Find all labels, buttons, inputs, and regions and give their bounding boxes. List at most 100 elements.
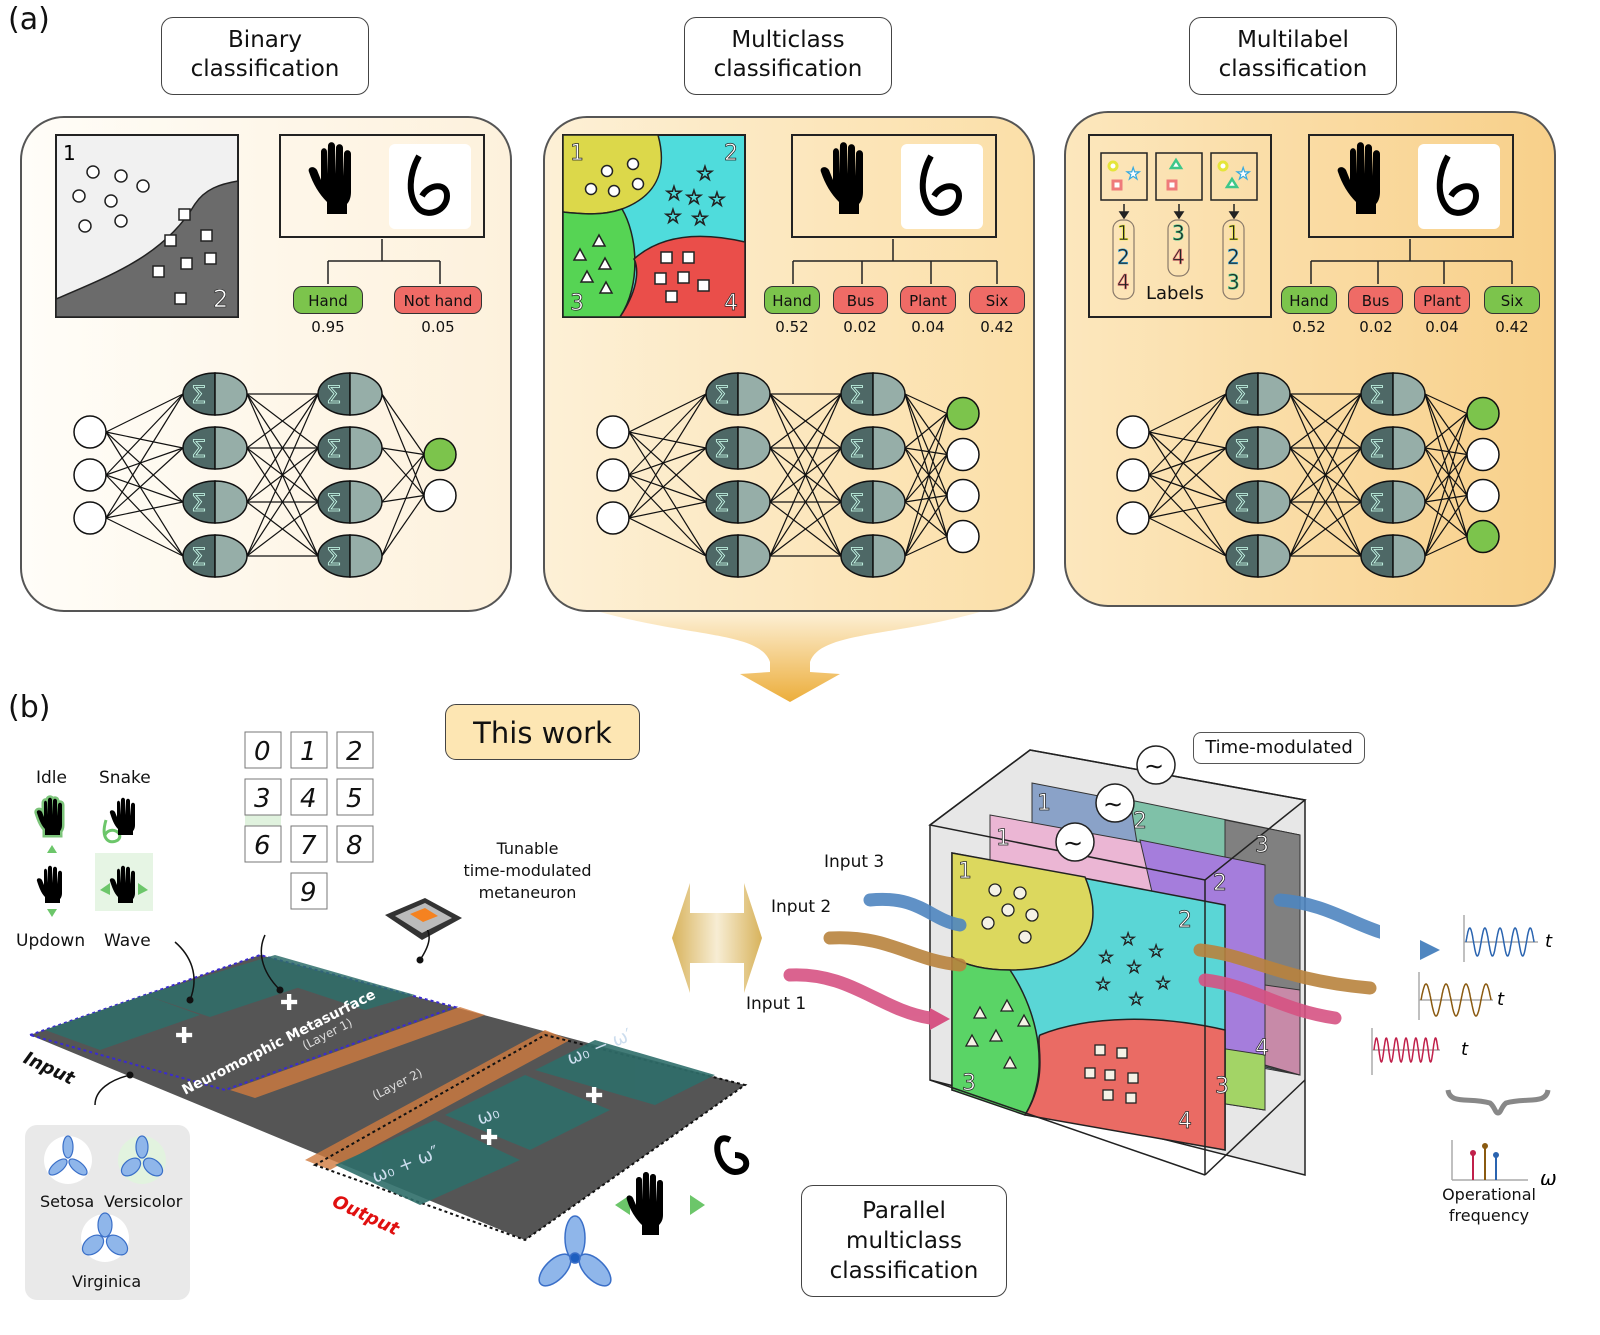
- svg-text:∼: ∼: [1063, 829, 1083, 857]
- input2-label: Input 2: [771, 897, 832, 917]
- output-node: [946, 437, 980, 472]
- class2-squares: [152, 208, 217, 305]
- svg-text:t: t: [1497, 989, 1505, 1010]
- svg-text:∼: ∼: [1103, 790, 1123, 818]
- svg-text:Σ: Σ: [191, 543, 206, 571]
- nn-edge: [1148, 393, 1227, 476]
- nn-edge: [1148, 517, 1227, 557]
- binary-input-box: [279, 134, 485, 238]
- svg-text:3: 3: [1227, 270, 1240, 294]
- svg-text:Σ: Σ: [849, 381, 864, 409]
- hidden-neuron: Σ: [705, 372, 771, 416]
- nn-edge: [246, 447, 319, 557]
- output-node-active: [423, 437, 457, 472]
- nn-edge: [904, 393, 948, 415]
- nn-edge: [1424, 454, 1468, 503]
- signal-arrows: [783, 892, 1380, 1030]
- nn-edge: [1289, 393, 1362, 557]
- nn-edge: [105, 447, 184, 519]
- nn-edge: [628, 393, 707, 433]
- metaneuron-caption: Tunable time-modulated metaneuron: [455, 838, 600, 904]
- nn-edge: [246, 501, 319, 557]
- mnist-digit: 4: [300, 784, 317, 814]
- mnist-digit: 0: [254, 737, 271, 767]
- nn-edge: [381, 494, 425, 503]
- input-node: [73, 415, 107, 449]
- svg-text:✚: ✚: [175, 1024, 193, 1049]
- nn-edge: [381, 495, 425, 557]
- svg-text:1: 1: [1227, 221, 1240, 245]
- svg-text:☆: ☆: [696, 161, 714, 185]
- svg-text:☆: ☆: [664, 204, 682, 228]
- svg-text:4: 4: [724, 291, 738, 316]
- nn-edge: [904, 501, 948, 537]
- svg-text:☆: ☆: [1120, 929, 1136, 950]
- nn-edge: [1424, 501, 1468, 537]
- nn-edge: [1289, 393, 1362, 449]
- digit-six: [1436, 154, 1480, 216]
- nn-edge: [105, 393, 184, 519]
- binary-title-line2: classification: [190, 56, 340, 82]
- input-node: [596, 458, 630, 492]
- nn-edge: [105, 501, 184, 519]
- nn-edge: [105, 431, 184, 503]
- output-bus: Bus: [1348, 286, 1403, 314]
- output-node: [946, 519, 980, 554]
- waveform-pink: t: [1371, 1028, 1469, 1075]
- prob-hand: 0.52: [775, 318, 809, 336]
- mnist-digit-cell: 5: [336, 778, 374, 816]
- nn-edge: [1424, 447, 1468, 496]
- input-node: [1116, 458, 1150, 492]
- nn-edge: [904, 413, 948, 557]
- hidden-neuron: Σ: [1360, 480, 1426, 524]
- svg-text:Σ: Σ: [191, 435, 206, 463]
- nn-edge: [1424, 393, 1468, 537]
- prob-not-hand: 0.05: [421, 318, 455, 336]
- output-plant: Plant: [1414, 286, 1470, 314]
- svg-text:Σ: Σ: [326, 435, 341, 463]
- nn-edge: [628, 431, 707, 449]
- nn-edge: [904, 447, 948, 537]
- input-node: [73, 501, 107, 535]
- mnist-digit: 9: [300, 878, 317, 908]
- parallel-multiclass-title: Parallel multiclass classification: [801, 1185, 1007, 1297]
- input2-arrow: [823, 931, 967, 972]
- iris-flower-icon: [538, 1215, 612, 1287]
- nn-edge: [1148, 474, 1227, 503]
- pmc-line1: Parallel: [862, 1198, 946, 1224]
- input3-label: Input 3: [824, 852, 885, 872]
- nn-edge: [769, 393, 842, 503]
- class1-circles: [72, 165, 150, 233]
- wave-hand-icon: [615, 1172, 705, 1235]
- neuromorphic-metasurface: ✚✚✚✚ Neuromorphic Metasurface (Layer 1) …: [26, 953, 748, 1242]
- nn-edge: [105, 474, 184, 557]
- hidden-neuron: Σ: [1360, 426, 1426, 470]
- nn-edge: [904, 393, 948, 455]
- nn-edge: [105, 431, 184, 449]
- nn-edge: [628, 447, 707, 519]
- output-node-active: [1466, 396, 1500, 431]
- nn-edge: [769, 393, 842, 557]
- nn-edge: [1148, 474, 1227, 557]
- waveform-blue: t: [1463, 915, 1553, 962]
- iris-setosa-label: Setosa: [40, 1192, 95, 1211]
- mnist-digit-cell: 8: [336, 825, 374, 863]
- svg-text:Σ: Σ: [1234, 489, 1249, 517]
- svg-text:Σ: Σ: [1369, 543, 1384, 571]
- nn-edge: [628, 447, 707, 476]
- nn-edge: [381, 447, 425, 456]
- svg-text:✚: ✚: [585, 1084, 603, 1109]
- metaneuron-chip-icon: [385, 898, 462, 940]
- nn-edge: [904, 447, 948, 496]
- svg-text:Σ: Σ: [714, 543, 729, 571]
- svg-text:Σ: Σ: [1369, 435, 1384, 463]
- nn-edge: [904, 454, 948, 557]
- nn-edge: [1424, 447, 1468, 456]
- nn-edge: [246, 393, 319, 449]
- svg-text:3: 3: [1255, 833, 1269, 858]
- operational-frequency-caption: Operational frequency: [1430, 1184, 1548, 1226]
- svg-text:☆: ☆: [1155, 973, 1171, 994]
- iris-versicolor-label: Versicolor: [104, 1192, 183, 1211]
